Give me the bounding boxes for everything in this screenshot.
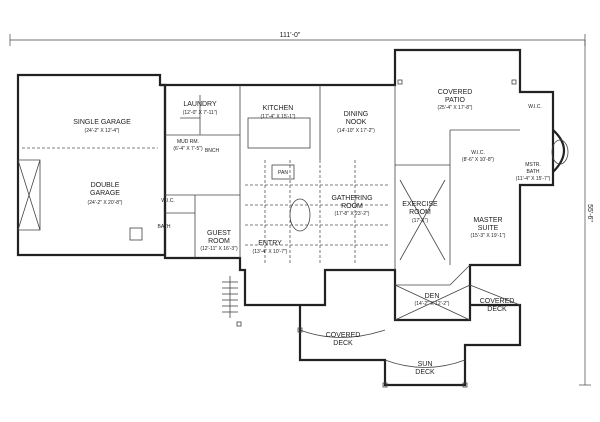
entry-name: ENTRY: [258, 240, 282, 247]
single-garage-size: (24'-2" X 12'-4"): [85, 128, 120, 134]
exercise-room-name-2: ROOM: [409, 209, 431, 216]
single-garage-name: SINGLE GARAGE: [73, 119, 131, 126]
pan-name: PAN: [278, 170, 288, 176]
dining-nook-name-2: NOOK: [346, 119, 367, 126]
exercise-room-name-1: EXERCISE: [402, 201, 438, 208]
double-garage-name-1: DOUBLE: [91, 182, 120, 189]
covered-patio-name-1: COVERED: [438, 89, 473, 96]
width-dimension: 111'-0": [9, 32, 586, 46]
master-suite-name-1: MASTER: [473, 217, 502, 224]
kitchen-size: (17'-4" X 15'-1"): [261, 114, 296, 120]
gathering-room-name-2: ROOM: [341, 203, 363, 210]
wic-left-name: W.I.C.: [161, 198, 175, 204]
room-labels: SINGLE GARAGE (24'-2" X 12'-4") DOUBLE G…: [73, 89, 550, 376]
double-garage-size: (24'-2" X 20'-8"): [88, 200, 123, 206]
gathering-room-size: (17'-8" X 23'-2"): [335, 211, 370, 217]
depth-dimension: 55'-6": [579, 40, 593, 386]
entry-size: (13'-4" X 10'-7"): [253, 249, 288, 255]
mstr-bath-size: (11'-4" X 15'-7"): [516, 176, 551, 182]
mstr-bath-name-1: MSTR.: [525, 162, 541, 168]
covered-deck-right-name-2: DECK: [487, 306, 507, 313]
covered-deck-front-name-2: DECK: [333, 340, 353, 347]
master-suite-size: (15'-3" X 19'-1"): [471, 233, 506, 239]
laundry-size: (12'-0" X 7'-11"): [183, 110, 218, 116]
garage-block: [16, 73, 167, 257]
entry-stairs: [222, 276, 238, 318]
bath-name: BATH: [158, 224, 171, 230]
laundry-name: LAUNDRY: [183, 101, 217, 108]
guest-room-size: (12'-11" X 16'-3"): [200, 246, 238, 252]
dining-nook-size: (14'-10" X 17'-2"): [337, 128, 375, 134]
wic-mid-name: W.I.C.: [471, 150, 485, 156]
covered-deck-right-name-1: COVERED: [480, 298, 515, 305]
wic-mid-size: (8'-6" X 10'-8"): [462, 157, 494, 163]
covered-deck-front-name-1: COVERED: [326, 332, 361, 339]
gathering-room-name-1: GATHERING: [331, 195, 372, 202]
guest-room-name-2: ROOM: [208, 238, 230, 245]
dining-nook-name-1: DINING: [344, 111, 369, 118]
covered-patio-name-2: PATIO: [445, 97, 466, 104]
guest-room-name-1: GUEST: [207, 230, 232, 237]
sun-deck-name-1: SUN: [418, 361, 433, 368]
kitchen-name: KITCHEN: [263, 105, 294, 112]
decks: [236, 284, 522, 388]
wic-top-name: W.I.C.: [528, 104, 542, 110]
den-size: (14'-2" X 12'-2"): [415, 301, 450, 307]
mstr-bath-name-2: BATH: [527, 169, 540, 175]
den-name: DEN: [425, 293, 440, 300]
bench-label: BNCH: [205, 148, 220, 154]
mud-rm-size: (6'-4" X 7'-5"): [173, 146, 203, 152]
mud-rm-name: MUD RM.: [177, 139, 199, 145]
double-garage-name-2: GARAGE: [90, 190, 120, 197]
depth-label: 55'-6": [586, 204, 593, 222]
width-label: 111'-0": [280, 32, 301, 39]
exercise-room-size: (17'-1"): [412, 218, 428, 224]
covered-patio-size: (25'-4" X 17'-8"): [438, 105, 473, 111]
master-suite-name-2: SUITE: [478, 225, 499, 232]
house-body: [160, 48, 569, 322]
sun-deck-name-2: DECK: [415, 369, 435, 376]
